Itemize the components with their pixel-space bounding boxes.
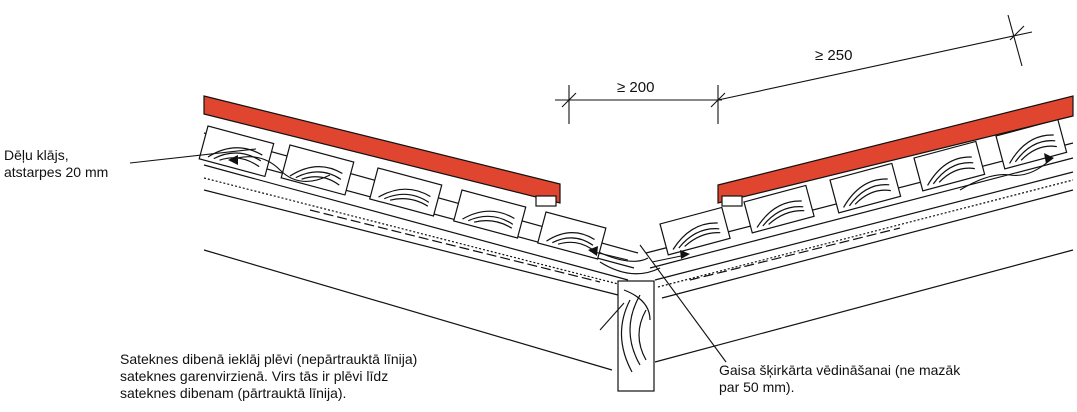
right-battens (659, 118, 1068, 256)
right-roof-tile (717, 95, 1074, 204)
dimension-lines (555, 14, 1033, 124)
left-battens (198, 125, 607, 260)
valley-beam (617, 280, 655, 392)
air-gap-label: Gaisa šķirkārta vēdināšanai (ne mazāk pa… (719, 362, 961, 395)
dimension-left-label: ≥ 200 (617, 79, 655, 96)
valley-membrane-label: Sateknes dibenā ieklāj plēvi (nepārtrauk… (120, 351, 418, 401)
left-roof-plane (203, 132, 639, 371)
leader-lines (129, 148, 727, 363)
roof-tiles (203, 95, 1074, 207)
airflow-arrows (228, 153, 1054, 263)
counter-battens-label: Dēļu klājs, atstarpes 20 mm (4, 147, 109, 180)
dimension-right-label: ≥ 250 (815, 47, 853, 64)
left-roof-tile (203, 95, 561, 204)
